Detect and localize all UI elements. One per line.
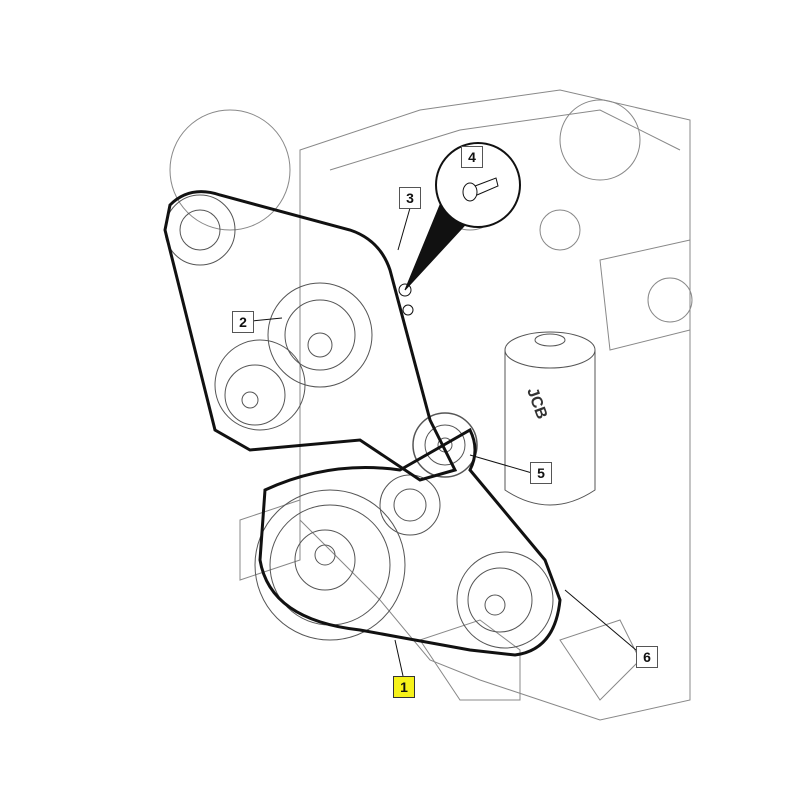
compressor-pulley: [456, 551, 554, 649]
bolt-detail-inset: [398, 142, 521, 316]
drive-belt-upper: [163, 190, 458, 482]
callout-3: 3: [399, 187, 421, 209]
jcb-logo: JCB: [523, 386, 550, 422]
callout-6: 6: [636, 646, 658, 668]
tensioner-pulley: [267, 282, 373, 388]
bolt-icon: [462, 177, 499, 202]
idler-pulley-upper: [412, 412, 478, 478]
alternator: [164, 109, 291, 266]
crankshaft-pulley: [254, 489, 406, 641]
callout-1: 1: [393, 676, 415, 698]
idler-pulley-lower: [379, 474, 441, 536]
callout-4: 4: [461, 146, 483, 168]
callout-2: 2: [232, 311, 254, 333]
water-pump-pulley: [214, 339, 306, 431]
drive-belt-lower: [258, 427, 562, 657]
leader-lines: [251, 207, 637, 677]
engine-block: [239, 89, 693, 721]
callout-5: 5: [530, 462, 552, 484]
fuel-filter: JCB: [504, 331, 596, 506]
